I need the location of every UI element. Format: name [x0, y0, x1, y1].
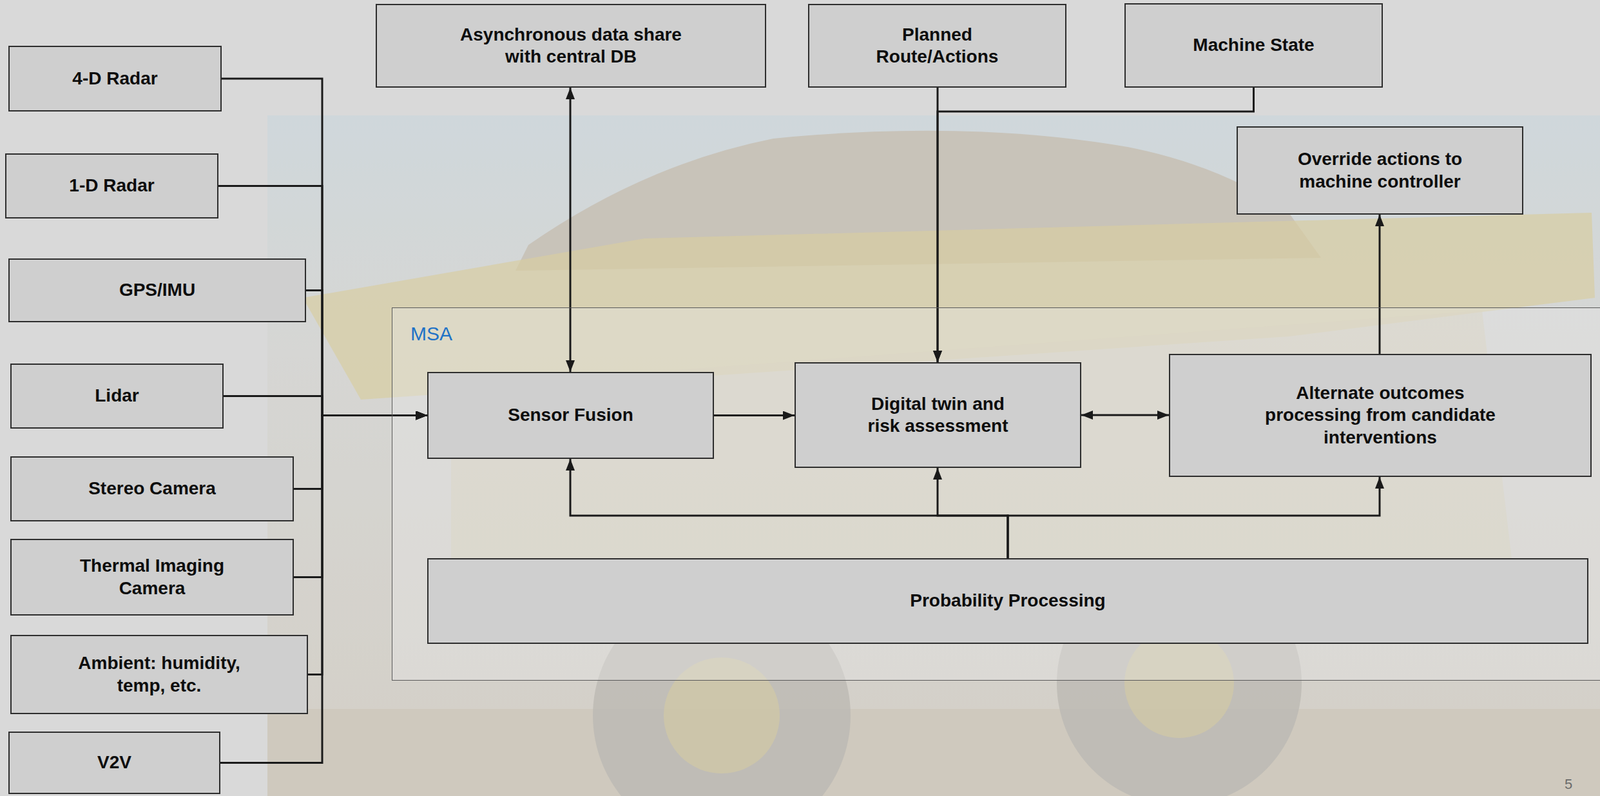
- sensor-box: Ambient: humidity, temp, etc.: [10, 634, 309, 714]
- box-label: Asynchronous data share with central DB: [448, 23, 694, 68]
- system-region: MSA Sensor Fusion Digital twin and risk as…: [391, 307, 1600, 681]
- connector-arrow: [306, 290, 428, 416]
- connector-arrow: [1007, 476, 1380, 559]
- process-box: Digital twin and risk assessment: [794, 362, 1082, 468]
- sensor-box: Thermal Imaging Camera: [10, 538, 294, 616]
- box-label: Stereo Camera: [88, 477, 216, 500]
- sensor-box: 4-D Radar: [8, 45, 222, 112]
- box-label: Override actions to machine controller: [1277, 148, 1484, 193]
- box-label: Sensor Fusion: [507, 404, 633, 426]
- connector-arrow: [1378, 214, 1381, 354]
- connector-arrow: [293, 415, 428, 490]
- box-label: 1-D Radar: [68, 174, 155, 197]
- box-label: Lidar: [94, 384, 139, 407]
- photo-ground: [267, 115, 1600, 796]
- box-label: Alternate outcomes processing from candi…: [1257, 382, 1503, 448]
- connector-arrow: [569, 87, 572, 372]
- box-label: Thermal Imaging Camera: [68, 554, 236, 599]
- connector-arrow: [713, 414, 795, 417]
- box-label: Digital twin and risk assessment: [860, 393, 1016, 437]
- sensor-box: 1-D Radar: [5, 153, 219, 219]
- process-box: Sensor Fusion: [427, 371, 714, 459]
- process-band: Probability Processing: [427, 558, 1589, 644]
- connector-arrow: [937, 87, 1254, 363]
- region-title: MSA: [410, 322, 453, 347]
- connector-arrow: [937, 467, 1008, 559]
- box-label: Probability Processing: [909, 589, 1106, 612]
- region-wash: [391, 307, 1600, 681]
- box-label: Planned Route/Actions: [860, 23, 1015, 68]
- sensor-box: Lidar: [10, 363, 224, 429]
- box-label: 4-D Radar: [72, 67, 158, 90]
- connector-arrow: [308, 415, 428, 675]
- output-box: Override actions to machine controller: [1236, 126, 1524, 215]
- connector-arrow: [1081, 414, 1169, 417]
- sensor-box: GPS/IMU: [8, 258, 307, 323]
- box-label: GPS/IMU: [119, 279, 196, 301]
- connector-arrow: [223, 396, 428, 416]
- database-box: Asynchronous data share with central DB: [375, 3, 767, 88]
- box-label: Ambient: humidity, temp, etc.: [65, 652, 253, 696]
- box-label: Machine State: [1192, 34, 1314, 57]
- connector-arrow: [570, 458, 1008, 559]
- connector-arrow: [293, 415, 428, 578]
- sensor-box: V2V: [8, 731, 221, 794]
- input-box: Machine State: [1124, 3, 1383, 88]
- connector-arrow: [221, 78, 428, 416]
- sensor-box: Stereo Camera: [10, 456, 294, 522]
- page-number: 5: [1564, 775, 1573, 794]
- photo-fade: [267, 115, 1600, 796]
- input-box: Planned Route/Actions: [808, 3, 1067, 88]
- box-label: V2V: [97, 751, 132, 774]
- process-box: Alternate outcomes processing from candi…: [1168, 353, 1592, 477]
